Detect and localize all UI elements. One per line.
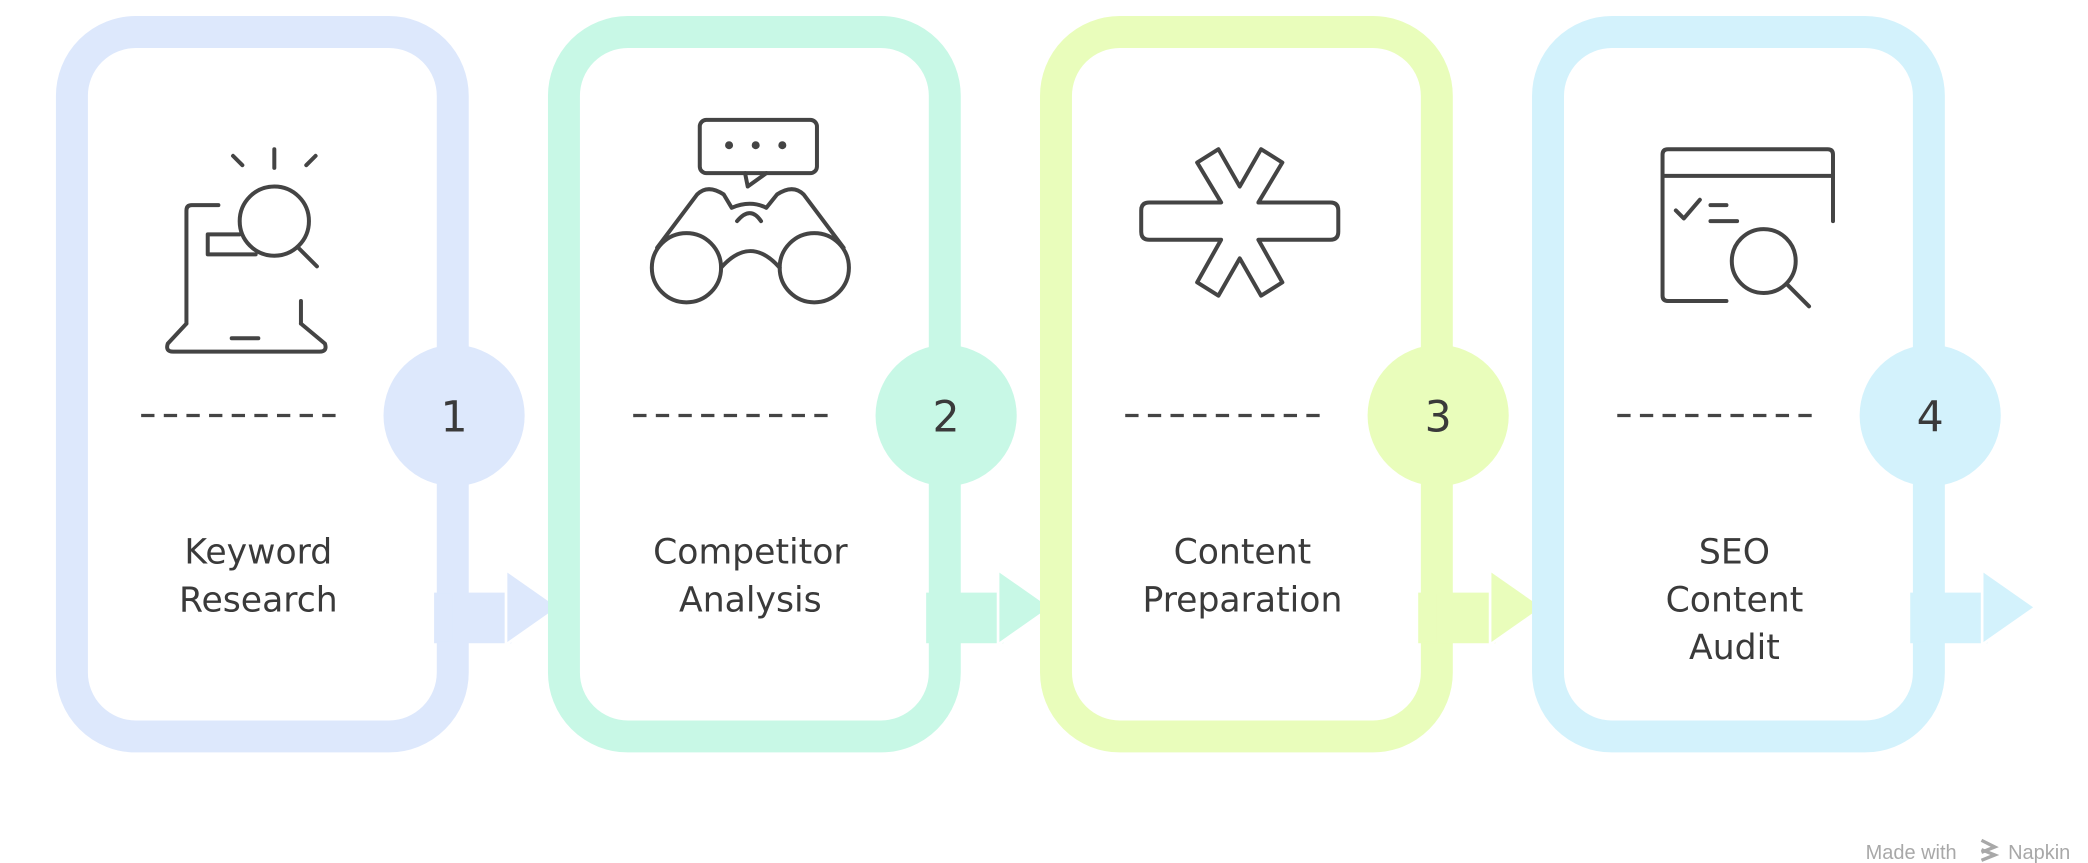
napkin-credit[interactable]: Made with Napkin — [1866, 838, 2071, 863]
step-label-line: Competitor — [653, 532, 848, 572]
step-label-line: Analysis — [679, 580, 822, 620]
step-number: 4 — [1917, 393, 1944, 443]
step-label-line: Research — [179, 580, 338, 620]
step-number: 1 — [441, 393, 468, 443]
step-number-badge — [1859, 344, 2001, 487]
step-label-line: Audit — [1689, 628, 1780, 668]
binoculars-chat-icon — [649, 117, 851, 305]
step-number-badge — [875, 344, 1017, 487]
laptop-search-icon — [165, 147, 328, 354]
browser-audit-search-icon — [1660, 147, 1835, 309]
credit-text: Made with — [1866, 842, 1957, 863]
napkin-logo-icon — [1980, 838, 2000, 862]
step-label-line: Content — [1174, 532, 1312, 572]
credit-brand: Napkin — [2008, 842, 2070, 863]
step-number-badge — [1367, 344, 1509, 487]
asterisk-icon — [1139, 147, 1341, 298]
step-number: 2 — [933, 393, 960, 443]
step-label-line: Content — [1666, 580, 1804, 620]
step-label-line: Preparation — [1142, 580, 1342, 620]
step-number: 3 — [1425, 393, 1452, 443]
step-number-badge — [383, 344, 525, 487]
step-label-line: SEO — [1699, 532, 1770, 572]
step-label-line: Keyword — [184, 532, 332, 572]
